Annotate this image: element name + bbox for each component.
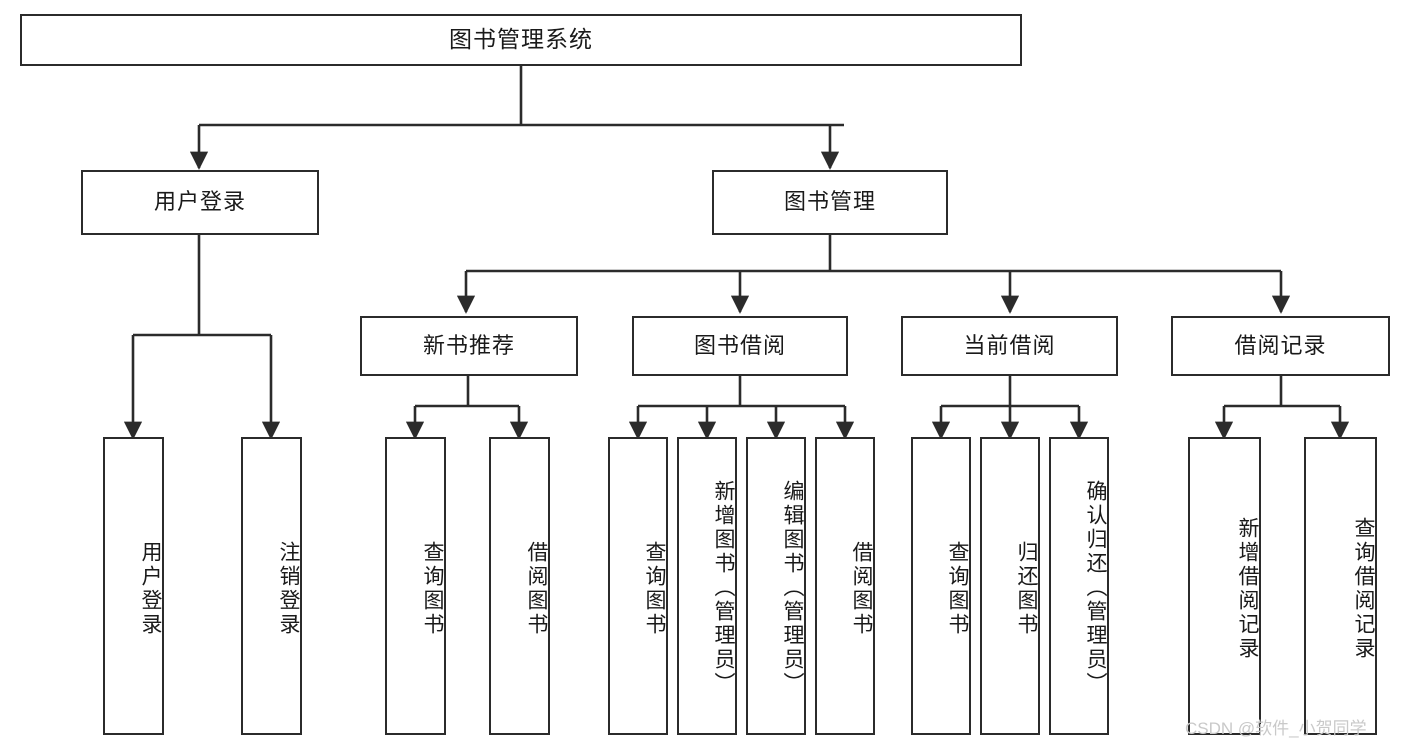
leaf-label: 借阅图书 <box>525 541 548 637</box>
leaf-label: 查询图书 <box>946 541 969 637</box>
node-current-borrow-label: 当前借阅 <box>963 332 1056 358</box>
leaf-label: 确认归还（管理员） <box>1084 480 1107 696</box>
node-book-borrow-label: 图书借阅 <box>693 332 786 358</box>
leaf-record-add[interactable]: 新增借阅记录 <box>1188 437 1261 735</box>
leaf-borrow-edit-book[interactable]: 编辑图书（管理员） <box>746 437 806 735</box>
leaf-user-login-signin[interactable]: 用户登录 <box>103 437 164 735</box>
leaf-label: 编辑图书（管理员） <box>781 480 804 696</box>
node-book-borrow[interactable]: 图书借阅 <box>632 316 848 376</box>
node-borrow-record-label: 借阅记录 <box>1234 332 1327 358</box>
node-new-book-recommend-label: 新书推荐 <box>422 332 515 358</box>
node-new-book-recommend[interactable]: 新书推荐 <box>360 316 578 376</box>
leaf-current-query-book[interactable]: 查询图书 <box>911 437 971 735</box>
leaf-label: 借阅图书 <box>850 541 873 637</box>
node-user-login-label: 用户登录 <box>153 189 246 215</box>
leaf-label: 查询图书 <box>421 541 444 637</box>
leaf-user-login-signout[interactable]: 注销登录 <box>241 437 302 735</box>
node-user-login[interactable]: 用户登录 <box>81 170 319 235</box>
node-current-borrow[interactable]: 当前借阅 <box>901 316 1118 376</box>
node-borrow-record[interactable]: 借阅记录 <box>1171 316 1390 376</box>
leaf-new-book-query[interactable]: 查询图书 <box>385 437 446 735</box>
leaf-record-query[interactable]: 查询借阅记录 <box>1304 437 1377 735</box>
leaf-new-book-borrow[interactable]: 借阅图书 <box>489 437 550 735</box>
node-root-label: 图书管理系统 <box>449 26 593 53</box>
leaf-label: 查询图书 <box>643 541 666 637</box>
leaf-label: 归还图书 <box>1015 541 1038 637</box>
leaf-borrow-query-book[interactable]: 查询图书 <box>608 437 668 735</box>
node-book-management[interactable]: 图书管理 <box>712 170 948 235</box>
leaf-label: 注销登录 <box>277 541 300 637</box>
leaf-label: 查询借阅记录 <box>1352 517 1375 661</box>
node-book-management-label: 图书管理 <box>783 189 876 215</box>
node-root-system[interactable]: 图书管理系统 <box>20 14 1022 66</box>
leaf-current-return-book[interactable]: 归还图书 <box>980 437 1040 735</box>
leaf-borrow-add-book[interactable]: 新增图书（管理员） <box>677 437 737 735</box>
leaf-current-confirm-return[interactable]: 确认归还（管理员） <box>1049 437 1109 735</box>
leaf-label: 新增借阅记录 <box>1236 517 1259 661</box>
leaf-label: 新增图书（管理员） <box>712 480 735 696</box>
leaf-borrow-borrow-book[interactable]: 借阅图书 <box>815 437 875 735</box>
leaf-label: 用户登录 <box>139 541 162 637</box>
csdn-watermark: CSDN @软件_小贺同学 <box>1185 719 1367 738</box>
